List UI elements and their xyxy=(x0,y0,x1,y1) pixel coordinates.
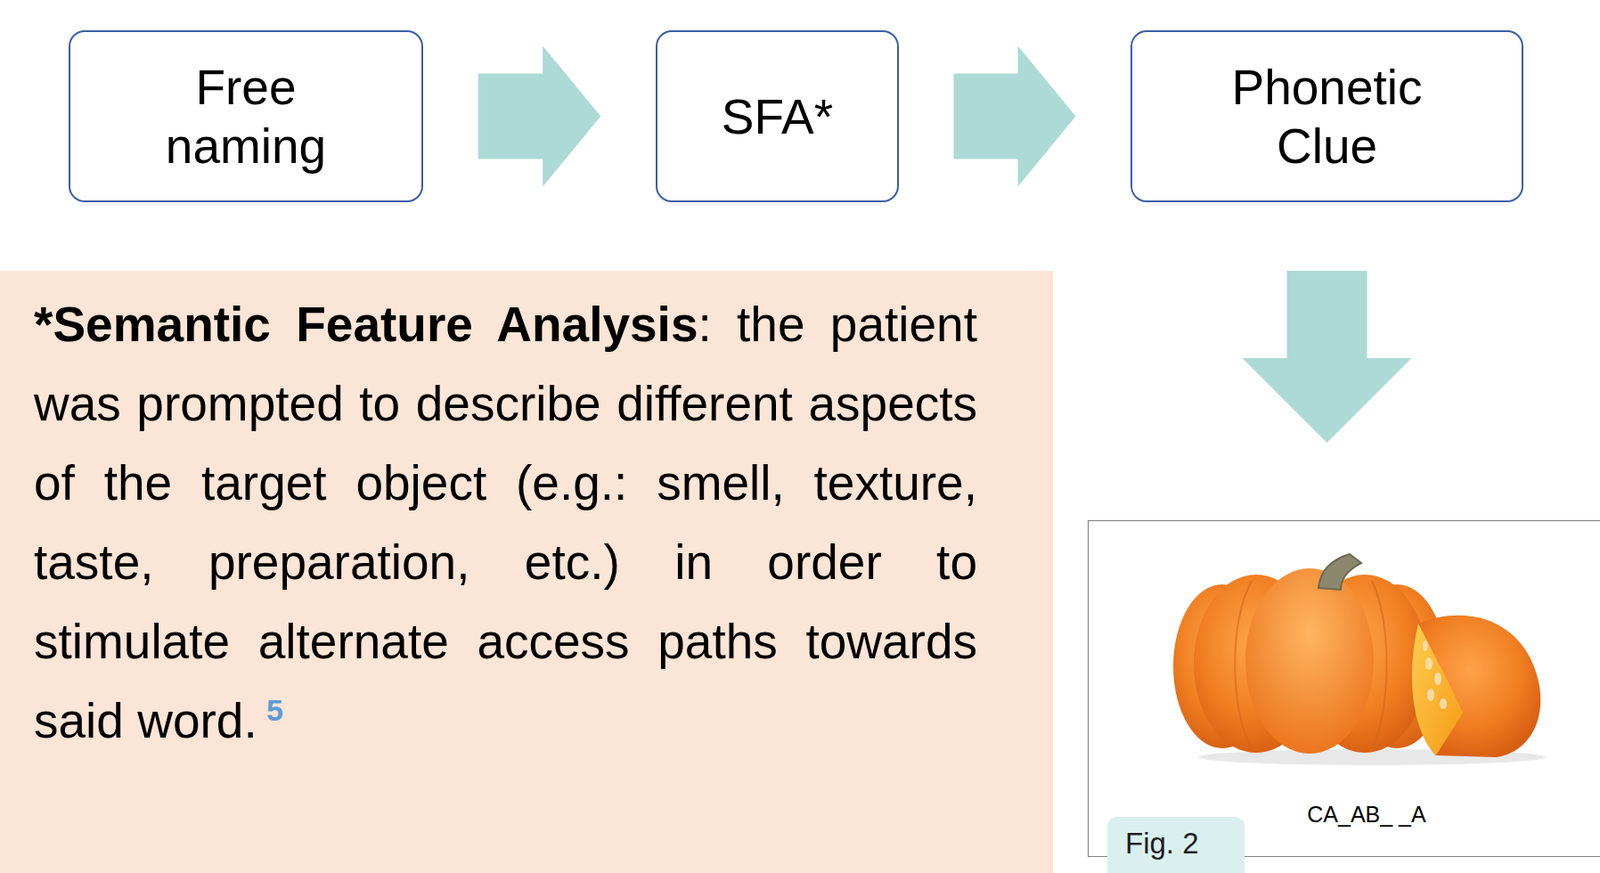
pumpkin-rib xyxy=(1245,568,1374,754)
seed xyxy=(1439,698,1447,710)
block-arrow xyxy=(478,46,602,188)
figure-frame: CA_AB_ _AFig. 2 xyxy=(1087,520,1600,858)
word-clue: CA_AB_ _A xyxy=(1277,800,1456,828)
definition-panel: *Semantic Feature Analysis: the patient … xyxy=(0,270,1054,873)
pumpkin-stem xyxy=(1318,554,1362,590)
step-label: Free naming xyxy=(125,57,367,176)
reference-number: 5 xyxy=(266,693,284,727)
seed xyxy=(1427,688,1435,702)
step-label: Phonetic Clue xyxy=(1202,57,1453,176)
block-arrow xyxy=(1242,270,1413,443)
step-label: SFA* xyxy=(721,87,833,147)
paragraph: *Semantic Feature Analysis: the patient … xyxy=(33,285,978,762)
seed xyxy=(1434,672,1442,686)
wedge-skin xyxy=(1412,615,1541,758)
rib-line xyxy=(1371,580,1388,751)
seed xyxy=(1422,640,1429,652)
term-heading: *Semantic Feature Analysis xyxy=(33,296,698,352)
process-box: Phonetic Clue xyxy=(1130,30,1524,203)
process-box: Free naming xyxy=(68,30,424,203)
figure-tab: Fig. 2 xyxy=(1107,816,1245,873)
process-box: SFA* xyxy=(655,30,899,203)
block-arrow xyxy=(953,46,1076,188)
rib-line xyxy=(1234,580,1252,751)
seed xyxy=(1425,657,1433,670)
wedge-flesh xyxy=(1412,623,1463,756)
definition-text: : the patient was prompted to describe d… xyxy=(33,296,978,749)
